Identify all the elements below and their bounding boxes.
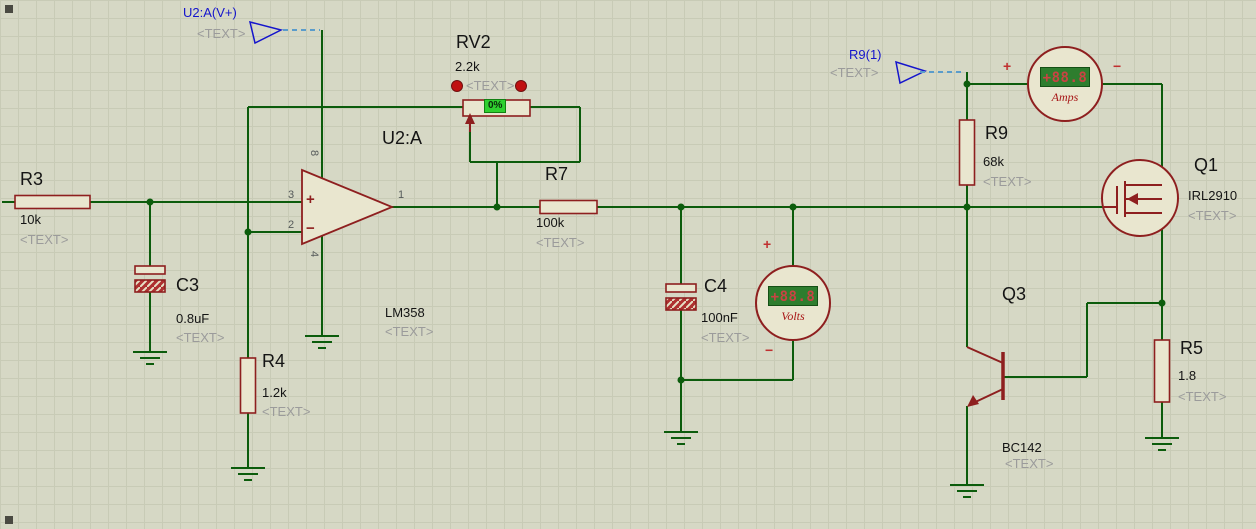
r5-ref-label: R5 (1180, 338, 1204, 358)
resistor-r9-body[interactable] (958, 119, 976, 186)
opamp-ref-label: U2:A (382, 128, 423, 148)
opamp-text-placeholder: <TEXT> (385, 324, 434, 339)
q1-arrow-icon (1127, 193, 1138, 205)
r7-value-label: 100k (536, 215, 565, 230)
opamp-pin-8-number: 8 (308, 149, 321, 157)
voltmeter-unit-label: Volts (781, 309, 805, 323)
r9-ref-label: R9 (985, 123, 1009, 143)
c3-bottom-plate (134, 279, 166, 293)
q1-value-label: IRL2910 (1188, 188, 1238, 203)
rv2-value-label: 2.2k (455, 59, 480, 74)
c3-top-plate (134, 265, 166, 275)
r3-value-label: 10k (20, 212, 41, 227)
r4-text-placeholder: <TEXT> (262, 404, 311, 419)
voltmeter-minus-sign: − (765, 342, 774, 358)
net-label-r9-1[interactable]: R9(1) (849, 47, 882, 62)
r3-text-placeholder: <TEXT> (20, 232, 69, 247)
resistor-r3-body[interactable] (14, 194, 91, 210)
opamp-value-label: LM358 (385, 305, 425, 320)
capacitor-c4[interactable] (665, 283, 697, 311)
net-flag-r9-1[interactable] (895, 60, 965, 85)
junction-dot (677, 203, 685, 211)
vplus-text-placeholder: <TEXT> (197, 26, 246, 41)
c4-value-label: 100nF (701, 310, 738, 325)
opamp-pin-2-number: 2 (288, 219, 295, 231)
opamp-minus-sign: − (306, 220, 315, 237)
q3-emitter-arrow-icon (967, 395, 979, 407)
capacitor-c3[interactable] (134, 265, 166, 293)
junction-dot (963, 80, 971, 88)
ammeter-minus-sign: − (1113, 58, 1122, 74)
resistor-r5-body[interactable] (1153, 339, 1171, 403)
mosfet-q1[interactable] (1101, 159, 1179, 237)
flag-pennant-icon (895, 60, 928, 85)
opamp-pin-4-number: 4 (308, 250, 321, 258)
c3-value-label: 0.8uF (176, 311, 210, 326)
c4-top-plate (665, 283, 697, 293)
q3-text-placeholder: <TEXT> (1005, 456, 1054, 471)
c4-ref-label: C4 (704, 276, 728, 296)
junction-dot (677, 376, 685, 384)
c4-bottom-plate (665, 297, 697, 311)
r4-value-label: 1.2k (262, 385, 287, 400)
junction-dot (146, 198, 154, 206)
r4-ref-label: R4 (262, 351, 286, 371)
r5-value-label: 1.8 (1178, 368, 1197, 383)
q1-ref-label: Q1 (1194, 155, 1219, 175)
ammeter-plus-sign: + (1003, 58, 1012, 74)
junction-dot (789, 203, 797, 211)
rv2-decrease-dot[interactable] (451, 80, 463, 92)
sheet-corner-marker (5, 5, 13, 13)
flag-pennant-icon (248, 20, 284, 45)
junction-dot (244, 228, 252, 236)
ammeter-display: +88.8 (1040, 67, 1090, 87)
opamp-pin-3-number: 3 (288, 189, 295, 201)
rv2-wiper-arrow-icon (465, 113, 475, 124)
c3-text-placeholder: <TEXT> (176, 330, 225, 345)
net-label-vplus[interactable]: U2:A(V+) (183, 5, 237, 20)
opamp-pin-1-number: 1 (398, 189, 405, 201)
resistor-r4-body[interactable] (239, 357, 257, 414)
ground-symbols[interactable] (133, 335, 1179, 498)
resistor-r7-body[interactable] (539, 199, 598, 215)
opamp-plus-sign: + (306, 191, 315, 208)
q1-text-placeholder: <TEXT> (1188, 208, 1237, 223)
q1-symbol-lines (1104, 181, 1162, 217)
r9-text-placeholder: <TEXT> (983, 174, 1032, 189)
c3-ref-label: C3 (176, 275, 200, 295)
r9-1-text-placeholder: <TEXT> (830, 65, 879, 80)
junction-dots (146, 80, 1166, 384)
wires (2, 30, 1163, 485)
sheet-corner-marker (5, 516, 13, 524)
junction-dot (963, 203, 971, 211)
r7-ref-label: R7 (545, 164, 569, 184)
junction-dot (493, 203, 501, 211)
rv2-percentage-badge[interactable]: 0% (484, 99, 507, 113)
q3-ref-label: Q3 (1002, 284, 1027, 304)
r5-text-placeholder: <TEXT> (1178, 389, 1227, 404)
ammeter-unit-label: Amps (1051, 90, 1079, 104)
r3-ref-label: R3 (20, 169, 44, 189)
q3-value-label: BC142 (1002, 440, 1042, 455)
voltmeter-plus-sign: + (763, 236, 772, 252)
rv2-ref-label: RV2 (456, 32, 491, 52)
r7-text-placeholder: <TEXT> (536, 235, 585, 250)
c4-text-placeholder: <TEXT> (701, 330, 750, 345)
rv2-increase-dot[interactable] (515, 80, 527, 92)
rv2-text-placeholder: <TEXT> (466, 78, 515, 93)
transistor-q3[interactable] (966, 346, 1005, 407)
voltmeter-display: +88.8 (768, 286, 818, 306)
r9-value-label: 68k (983, 154, 1004, 169)
opamp-u2a-body[interactable] (301, 168, 395, 246)
net-flag-vplus[interactable] (248, 20, 320, 45)
junction-dot (1158, 299, 1166, 307)
